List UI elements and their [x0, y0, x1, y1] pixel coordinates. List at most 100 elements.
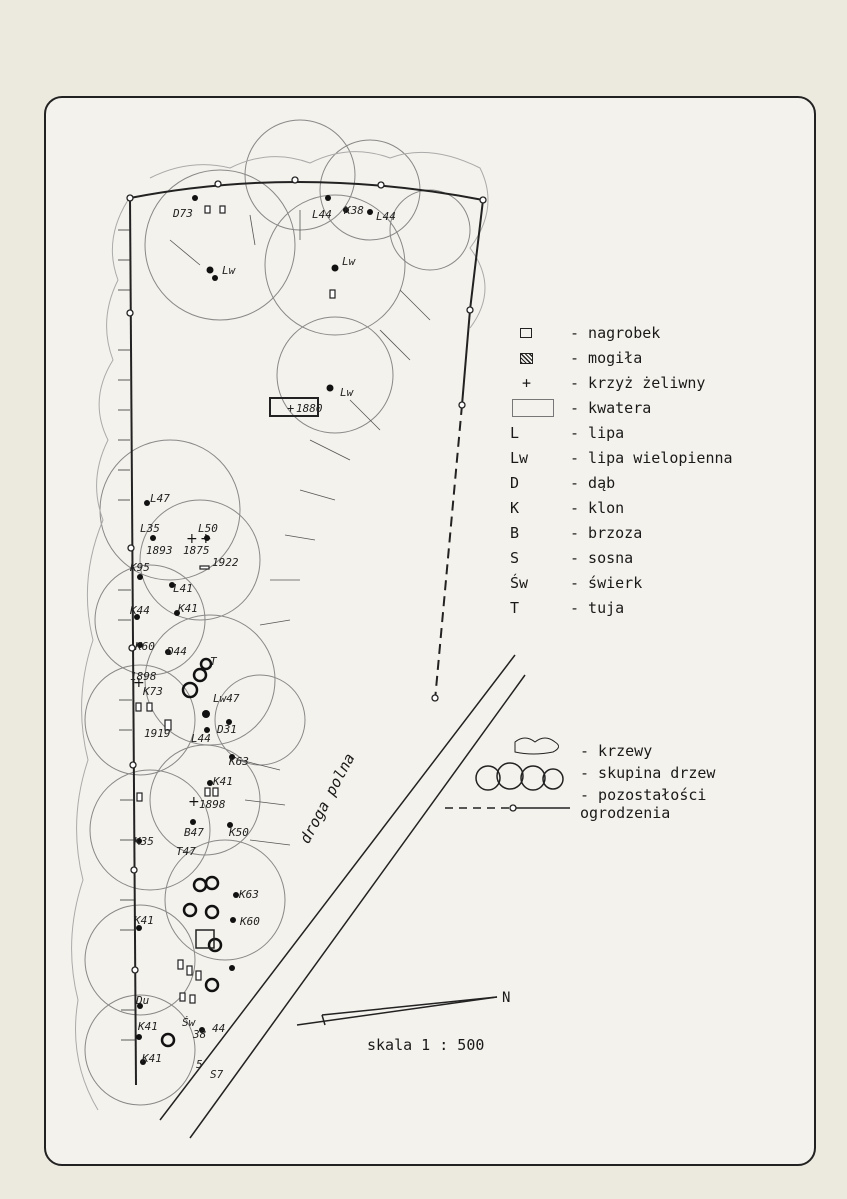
tree-label: D31	[216, 723, 237, 736]
tree-label: K35	[133, 835, 154, 848]
tree-label: Lw	[340, 386, 355, 399]
embankment-ticks	[118, 229, 136, 1041]
legend-text: - sosna	[570, 549, 634, 567]
legend-symbol: D	[510, 474, 520, 492]
legend-tree-symbol	[475, 765, 501, 791]
legend-symbol	[510, 349, 560, 368]
legend-text: - nagrobek	[570, 324, 661, 342]
tree-label: K63	[238, 888, 259, 901]
gravestones	[135, 205, 336, 1004]
tree-label: K60	[134, 640, 155, 653]
tree-label: Du	[135, 994, 150, 1007]
map-frame	[44, 96, 816, 1166]
tree-label: Lw	[342, 255, 357, 268]
svg-text:+: +	[133, 675, 145, 691]
legend-row: T - tuja	[510, 597, 810, 622]
shrubs-west	[71, 199, 129, 1111]
legend-text: - mogiła	[570, 349, 643, 367]
svg-text:+: +	[186, 531, 198, 547]
tree-label: K63	[228, 755, 249, 768]
legend-symbol: Lw	[510, 449, 529, 467]
mound-symbol	[520, 353, 533, 364]
field-road	[159, 654, 526, 1139]
legend-symbol: B	[510, 524, 520, 542]
svg-text:+: +	[200, 531, 212, 547]
legend-text: - pozostałości ogrodzenia	[580, 786, 707, 822]
tree-label: L35	[140, 522, 160, 535]
tree-label: K44	[129, 604, 150, 617]
tree-label: Św	[182, 1016, 197, 1029]
tree-label: 1898	[130, 670, 157, 683]
tree-label: K41	[137, 1020, 158, 1033]
legend-text: - tuja	[570, 599, 625, 617]
legend-text: - krzyż żeliwny	[570, 374, 706, 392]
tree-label: L44	[312, 208, 332, 221]
legend-symbol: S	[510, 549, 520, 567]
quarter-symbol	[512, 399, 554, 417]
scale-label: skala 1 : 500	[367, 1036, 485, 1054]
legend-row: + - krzyż żeliwny	[510, 372, 810, 397]
legend-symbol: K	[510, 499, 520, 517]
legend-shrub-symbol	[514, 737, 559, 755]
legend-row: S - sosna	[510, 547, 810, 572]
tree-label: K41	[141, 1052, 162, 1065]
legend-row: D - dąb	[510, 472, 810, 497]
tree-label: D73	[172, 207, 193, 220]
legend-row: L - lipa	[510, 422, 810, 447]
tree-label: 1922	[212, 556, 239, 569]
tree-label: L44	[376, 210, 396, 223]
legend-symbol: L	[510, 424, 520, 442]
thuja-clusters	[160, 657, 223, 1048]
legend-row: B- brzoza	[510, 522, 810, 547]
legend-text: - świerk	[570, 574, 643, 592]
tree-label: 5	[196, 1058, 203, 1071]
north-arrow	[296, 996, 498, 1026]
crosses: +++ +	[133, 531, 212, 810]
fence-posts	[126, 176, 487, 974]
tree-label: Lw47	[213, 692, 240, 705]
legend-text: - skupina drzew	[580, 764, 716, 782]
tree-label: 1898	[199, 798, 226, 811]
grave-mound	[195, 929, 215, 949]
shrubs-north	[149, 151, 489, 329]
tree-label: L47	[150, 492, 170, 505]
legend-text: - lipa	[570, 424, 625, 442]
legend-row: - mogiła	[510, 347, 810, 372]
grave-year-label: 1880	[296, 402, 323, 415]
tree-label: L50	[198, 522, 218, 535]
tree-label: D44	[166, 645, 187, 658]
legend-row: - kwatera	[510, 397, 810, 422]
tree-label: K41	[212, 775, 233, 788]
tree-label: K41	[177, 602, 198, 615]
tree-points	[134, 195, 373, 1065]
tree-label-group: D73 L44 K38 L44 Lw Lw Lw L47 L35 L50 189…	[129, 204, 396, 1081]
legend-row: Lw - lipa wielopienna	[510, 447, 810, 472]
tree-label: T47	[176, 845, 196, 858]
tree-label: K60	[239, 915, 260, 928]
tree-label: K50	[228, 826, 249, 839]
cross-1880: +	[287, 401, 294, 415]
tree-label: L44	[191, 732, 211, 745]
slope-hatching	[169, 210, 431, 846]
legend-symbol: T	[510, 599, 520, 617]
legend-symbol: Św	[510, 574, 529, 592]
legend-text: - lipa wielopienna	[570, 449, 733, 467]
legend-text: - dąb	[570, 474, 616, 492]
grave-enclosure	[269, 397, 319, 417]
legend-text: - krzewy	[580, 742, 653, 760]
legend-text: - klon	[570, 499, 625, 517]
legend-text: - kwatera	[570, 399, 652, 417]
legend-symbol	[510, 399, 560, 421]
tree-label: 1919	[144, 727, 171, 740]
legend-symbol: +	[522, 374, 532, 392]
tree-label: B47	[184, 826, 204, 839]
tree-label: K95	[129, 561, 150, 574]
tree-label: L41	[173, 582, 193, 595]
tree-label: S7	[210, 1068, 224, 1081]
tree-label: T	[210, 655, 218, 668]
fence	[129, 180, 485, 1086]
tree-label: Lw	[222, 264, 237, 277]
tree-label: 44	[212, 1022, 225, 1035]
north-label: N	[502, 990, 511, 1006]
